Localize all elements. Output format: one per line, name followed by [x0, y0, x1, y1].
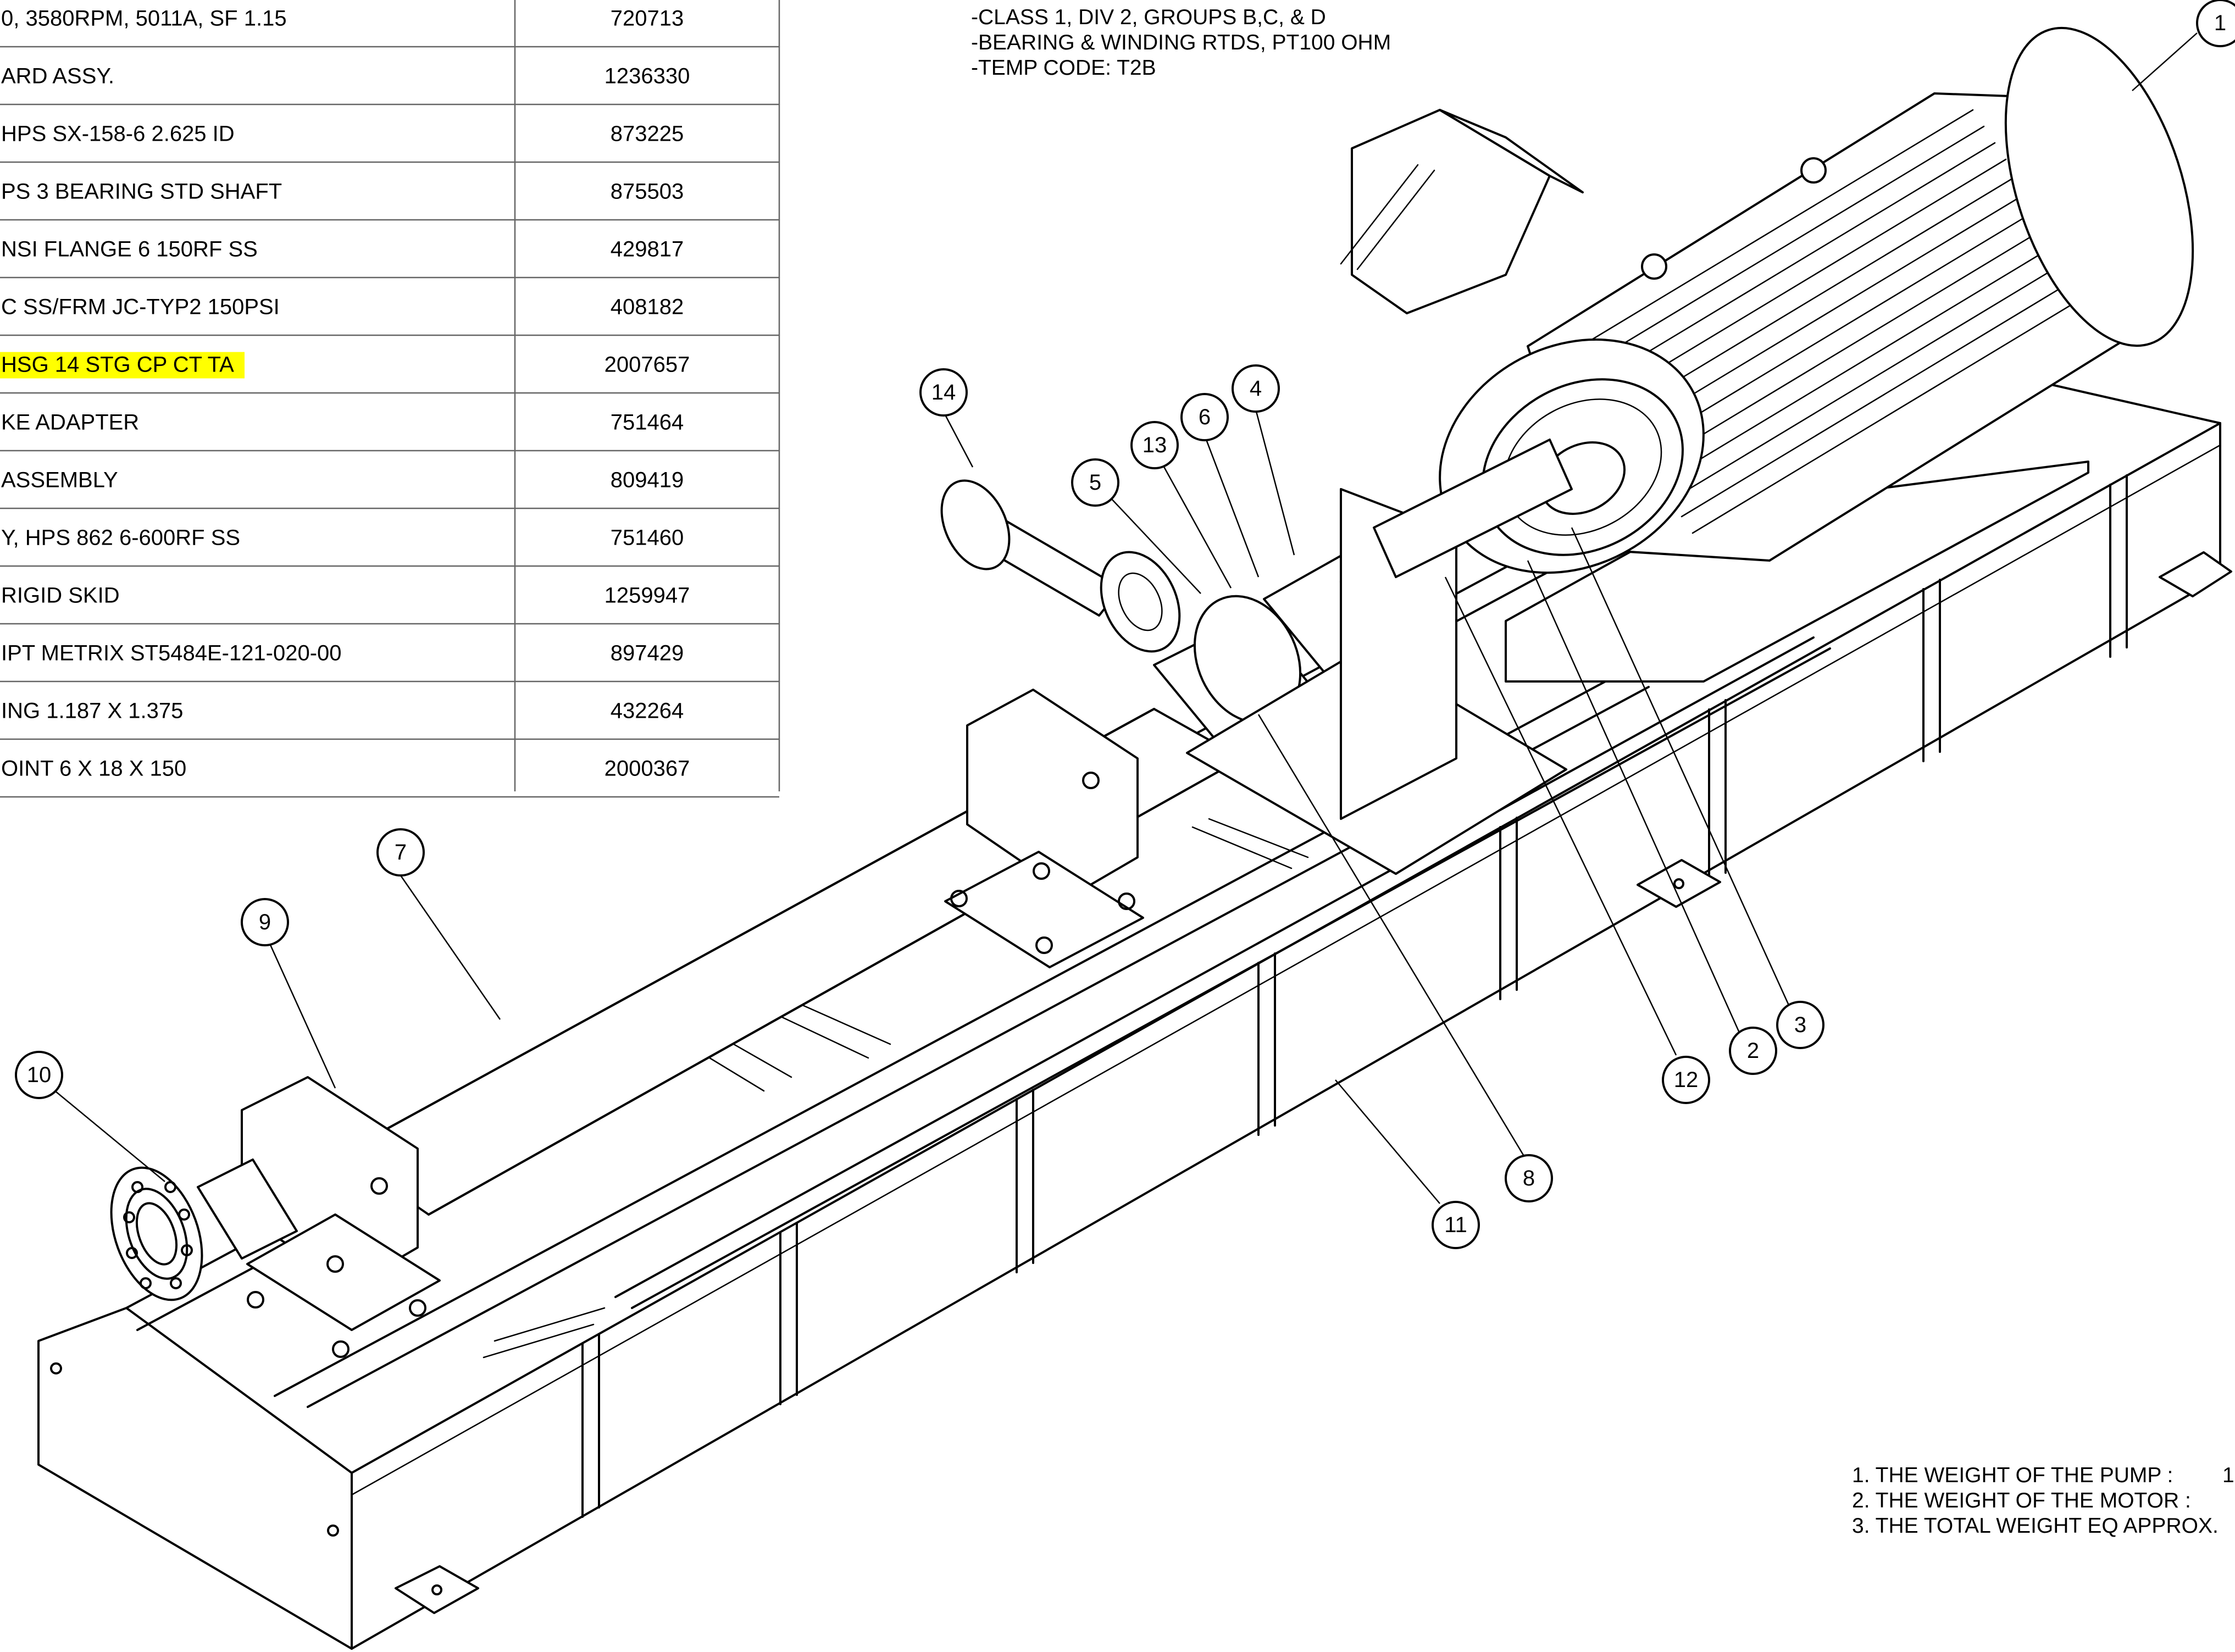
bom-row: OINT 6 X 18 X 150 2000367	[0, 757, 779, 798]
bom-description: HSG 14 STG CP CT TA	[1, 353, 234, 377]
bom-part-number: 897429	[611, 641, 684, 666]
bom-description: ARD ASSY.	[1, 64, 114, 88]
bom-row: Y, HPS 862 6-600RF SS 751460	[0, 526, 779, 567]
balloon-item-14[interactable]: 14	[919, 368, 968, 417]
skid-cross-braces	[483, 818, 1309, 1359]
balloon-number: 8	[1523, 1166, 1535, 1190]
bom-part-number: 720713	[611, 7, 684, 31]
bom-description: HPS SX-158-6 2.625 ID	[1, 122, 235, 146]
bom-row: PS 3 BEARING STD SHAFT 875503	[0, 180, 779, 221]
discharge-flange	[110, 1158, 298, 1301]
bom-description: KE ADAPTER	[1, 411, 139, 435]
balloon-item-2[interactable]: 2	[1729, 1027, 1777, 1075]
bom-part-number: 408182	[611, 295, 684, 319]
balloons: 1 2 3 4 5 6 7 8	[15, 0, 2235, 1249]
balloon-item-10[interactable]: 10	[15, 1051, 63, 1099]
weight-note: 1. THE WEIGHT OF THE PUMP :	[1852, 1463, 2173, 1487]
skid-stiffeners	[581, 474, 2128, 1518]
bom-description: 0, 3580RPM, 5011A, SF 1.15	[1, 7, 287, 31]
bom-description: PS 3 BEARING STD SHAFT	[1, 180, 282, 204]
weight-notes: 1. THE WEIGHT OF THE PUMP : 2. THE WEIGH…	[1852, 1463, 2234, 1538]
balloon-number: 10	[27, 1063, 52, 1087]
balloon-number: 6	[1199, 405, 1211, 429]
bom-part-number: 751464	[611, 411, 684, 435]
balloon-number: 13	[1143, 433, 1167, 457]
motor-note: -CLASS 1, DIV 2, GROUPS B,C, & D	[971, 5, 1326, 29]
balloon-number: 5	[1089, 470, 1101, 495]
balloon-item-4[interactable]: 4	[1232, 364, 1280, 413]
bom-description: ASSEMBLY	[1, 468, 118, 492]
bom-description: RIGID SKID	[1, 584, 120, 608]
bom-row: NSI FLANGE 6 150RF SS 429817	[0, 237, 779, 279]
weight-note: 3. THE TOTAL WEIGHT EQ APPROX.	[1852, 1514, 2219, 1538]
bom-row: 0, 3580RPM, 5011A, SF 1.15 720713	[0, 7, 779, 48]
motor-note: -BEARING & WINDING RTDS, PT100 OHM	[971, 31, 1391, 54]
bom-row: IPT METRIX ST5484E-121-020-00 897429	[0, 641, 779, 683]
bom-part-number: 429817	[611, 237, 684, 262]
balloon-number: 11	[1444, 1213, 1467, 1237]
bom-description: Y, HPS 862 6-600RF SS	[1, 526, 240, 550]
bom-part-number: 809419	[611, 468, 684, 492]
bom-description: C SS/FRM JC-TYP2 150PSI	[1, 295, 280, 319]
balloon-item-11[interactable]: 11	[1432, 1201, 1480, 1249]
bom-part-number: 1259947	[604, 584, 690, 608]
bom-description: OINT 6 X 18 X 150	[1, 757, 186, 781]
bom-row: HPS SX-158-6 2.625 ID 873225	[0, 122, 779, 163]
balloon-item-3[interactable]: 3	[1776, 1001, 1824, 1049]
balloon-item-6[interactable]: 6	[1180, 393, 1229, 441]
balloon-number: 14	[931, 380, 956, 404]
motor-stand	[1186, 461, 2089, 875]
bom-part-number: 2000367	[604, 757, 690, 781]
bom-part-number: 2007657	[604, 353, 690, 377]
bom-description: NSI FLANGE 6 150RF SS	[1, 237, 258, 262]
balloon-number: 2	[1747, 1039, 1759, 1063]
bom-part-number: 432264	[611, 699, 684, 723]
motor-note: -TEMP CODE: T2B	[971, 56, 1156, 80]
balloon-item-5[interactable]: 5	[1071, 458, 1119, 507]
bom-part-number: 751460	[611, 526, 684, 550]
bom-description: IPT METRIX ST5484E-121-020-00	[1, 641, 342, 666]
balloon-number: 7	[395, 840, 407, 864]
bom-row: KE ADAPTER 751464	[0, 411, 779, 452]
bom-part-number: 873225	[611, 122, 684, 146]
balloon-item-7[interactable]: 7	[376, 828, 425, 877]
suction-pipe	[940, 479, 1181, 653]
balloon-item-13[interactable]: 13	[1130, 421, 1179, 469]
bom-part-number: 1236330	[604, 64, 690, 88]
balloon-item-1[interactable]: 1	[2196, 0, 2235, 47]
bom-row: C SS/FRM JC-TYP2 150PSI 408182	[0, 295, 779, 336]
bom-part-number: 875503	[611, 180, 684, 204]
balloon-number: 9	[259, 910, 271, 934]
balloon-number: 3	[1794, 1013, 1806, 1037]
motor-notes: -CLASS 1, DIV 2, GROUPS B,C, & D -BEARIN…	[971, 5, 1391, 80]
bom-description: ING 1.187 X 1.375	[1, 699, 183, 723]
balloon-number: 4	[1250, 376, 1262, 401]
bom-row: ARD ASSY. 1236330	[0, 64, 779, 106]
pump-support-saddle	[944, 689, 1144, 968]
balloon-item-12[interactable]: 12	[1662, 1056, 1710, 1104]
bom-row: HSG 14 STG CP CT TA 2007657	[0, 352, 779, 394]
weight-note: 2. THE WEIGHT OF THE MOTOR :	[1852, 1489, 2191, 1512]
bom-row: ASSEMBLY 809419	[0, 468, 779, 509]
bom-row: ING 1.187 X 1.375 432264	[0, 699, 779, 740]
motor	[1340, 26, 2194, 578]
balloon-item-8[interactable]: 8	[1505, 1154, 1553, 1202]
bom-row-highlight	[0, 352, 245, 379]
balloon-number: 1	[2214, 11, 2226, 35]
bom-row: RIGID SKID 1259947	[0, 584, 779, 625]
balloon-number: 12	[1674, 1068, 1699, 1092]
weight-note-overflow: 1	[2222, 1463, 2234, 1487]
leader-lines	[54, 32, 2198, 1204]
skid-mounting-feet	[395, 551, 2232, 1614]
balloon-item-9[interactable]: 9	[241, 898, 289, 946]
motor-cooling-fins	[1571, 109, 2095, 534]
